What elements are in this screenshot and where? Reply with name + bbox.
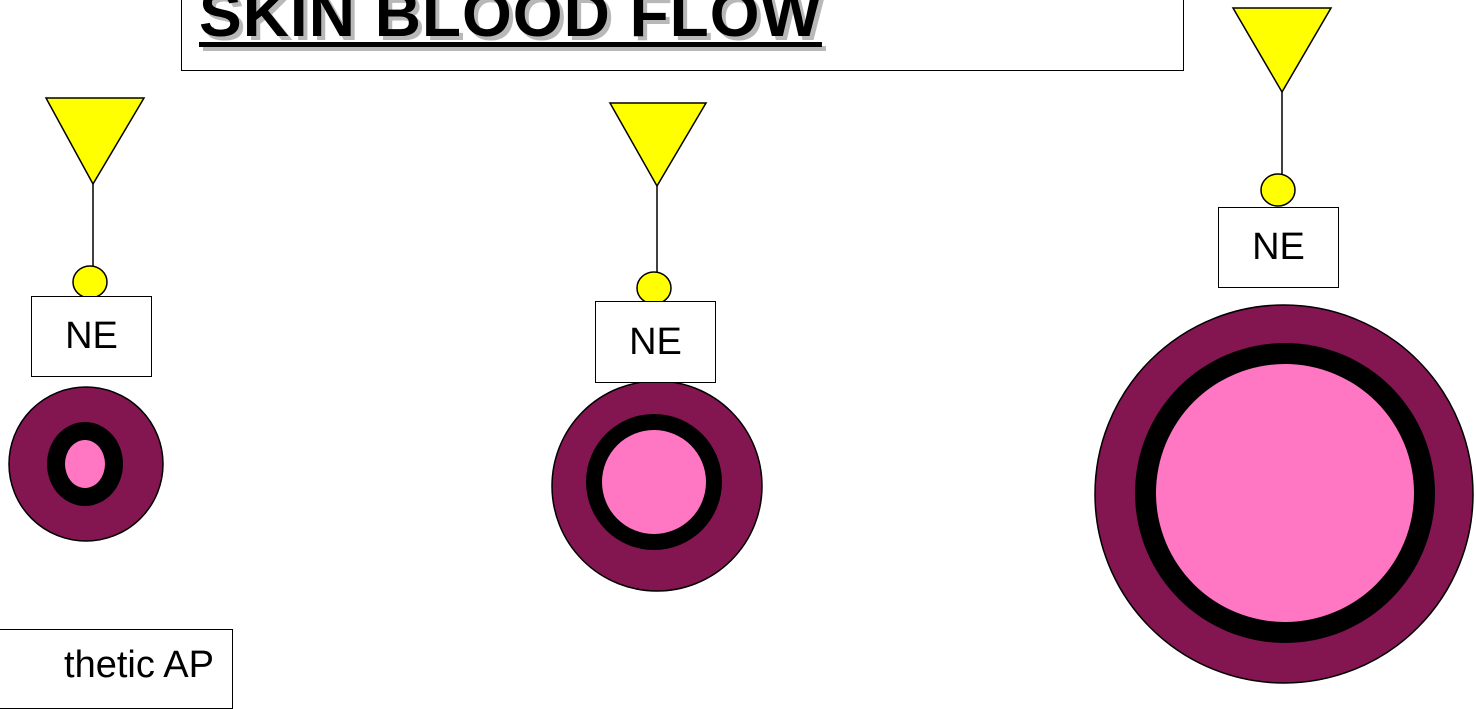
terminal-triangle-2 (610, 103, 706, 186)
terminal-triangle-3 (1233, 8, 1331, 92)
ne-label-2: NE (595, 301, 716, 383)
sympathetic-ap-label: thetic AP (64, 644, 214, 687)
varicosity-3 (1261, 174, 1295, 206)
diagram-canvas (0, 0, 1476, 689)
vessel-lumen-2 (602, 430, 706, 534)
diagram-title: SKIN BLOOD FLOW (199, 0, 822, 51)
vessel-cross-section-3 (1095, 305, 1473, 683)
ne-label-3: NE (1218, 207, 1339, 288)
vessel-cross-section-2 (552, 381, 762, 591)
sympathetic-ap-label-box: thetic AP (0, 629, 233, 709)
vessel-cross-section-1 (9, 387, 163, 541)
varicosity-1 (73, 266, 107, 298)
nerve-terminal-1 (46, 98, 144, 298)
nerve-terminal-2 (610, 103, 706, 304)
vessel-lumen-3 (1156, 364, 1414, 622)
vessel-lumen-1 (65, 440, 105, 488)
varicosity-2 (637, 272, 671, 304)
ne-label-1: NE (31, 296, 152, 377)
title-box: SKIN BLOOD FLOW (181, 0, 1184, 71)
nerve-terminal-3 (1233, 8, 1331, 206)
terminal-triangle-1 (46, 98, 144, 184)
